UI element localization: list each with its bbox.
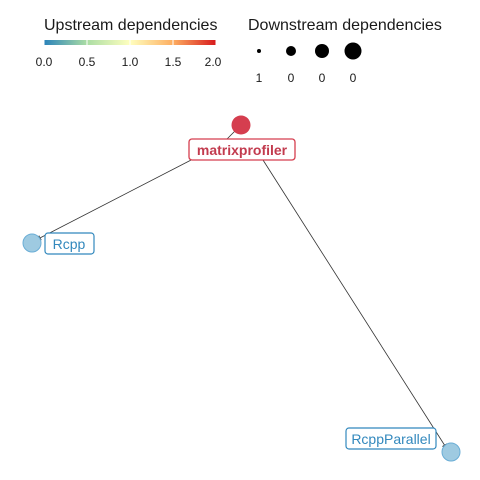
upstream-tick-label: 1.5 <box>165 55 182 69</box>
downstream-size-label: 0 <box>288 71 295 85</box>
node-rcppparallel[interactable]: RcppParallel <box>345 427 461 462</box>
node-rcppparallel-dot[interactable] <box>441 442 461 462</box>
edge-matrixprofiler-rcppparallel <box>262 159 448 450</box>
upstream-tick-label: 1.0 <box>122 55 139 69</box>
downstream-size-key-3 <box>315 44 329 58</box>
node-rcppparallel-label[interactable]: RcppParallel <box>351 431 430 447</box>
downstream-size-key-4 <box>344 42 362 60</box>
node-rcpp[interactable]: Rcpp <box>22 232 95 255</box>
node-matrixprofiler-dot[interactable] <box>231 115 251 135</box>
upstream-tick-label: 0.0 <box>36 55 53 69</box>
downstream-size-label: 0 <box>350 71 357 85</box>
node-rcpp-dot[interactable] <box>22 233 42 253</box>
node-rcpp-label-box[interactable] <box>44 232 95 255</box>
node-matrixprofiler-label[interactable]: matrixprofiler <box>197 142 288 158</box>
downstream-legend: Downstream dependencies 1 0 0 0 <box>248 17 442 85</box>
edge-matrixprofiler-rcpp <box>35 157 196 241</box>
node-matrixprofiler-label-box[interactable] <box>188 138 296 161</box>
downstream-size-key-1 <box>257 49 261 53</box>
node-rcpp-label[interactable]: Rcpp <box>53 236 86 252</box>
downstream-legend-title: Downstream dependencies <box>248 17 442 34</box>
upstream-legend: Upstream dependencies 0.0 0.5 1.0 1.5 2.… <box>36 17 222 69</box>
upstream-tick-label: 2.0 <box>205 55 222 69</box>
upstream-tick-marks <box>43 40 217 45</box>
downstream-size-label: 0 <box>319 71 326 85</box>
node-matrixprofiler[interactable]: matrixprofiler <box>188 115 296 161</box>
upstream-legend-title: Upstream dependencies <box>44 17 217 34</box>
graph-edges <box>35 124 448 450</box>
downstream-size-label: 1 <box>256 71 263 85</box>
upstream-tick-label: 0.5 <box>79 55 96 69</box>
downstream-size-key-2 <box>286 46 296 56</box>
node-rcppparallel-label-box[interactable] <box>345 427 437 450</box>
